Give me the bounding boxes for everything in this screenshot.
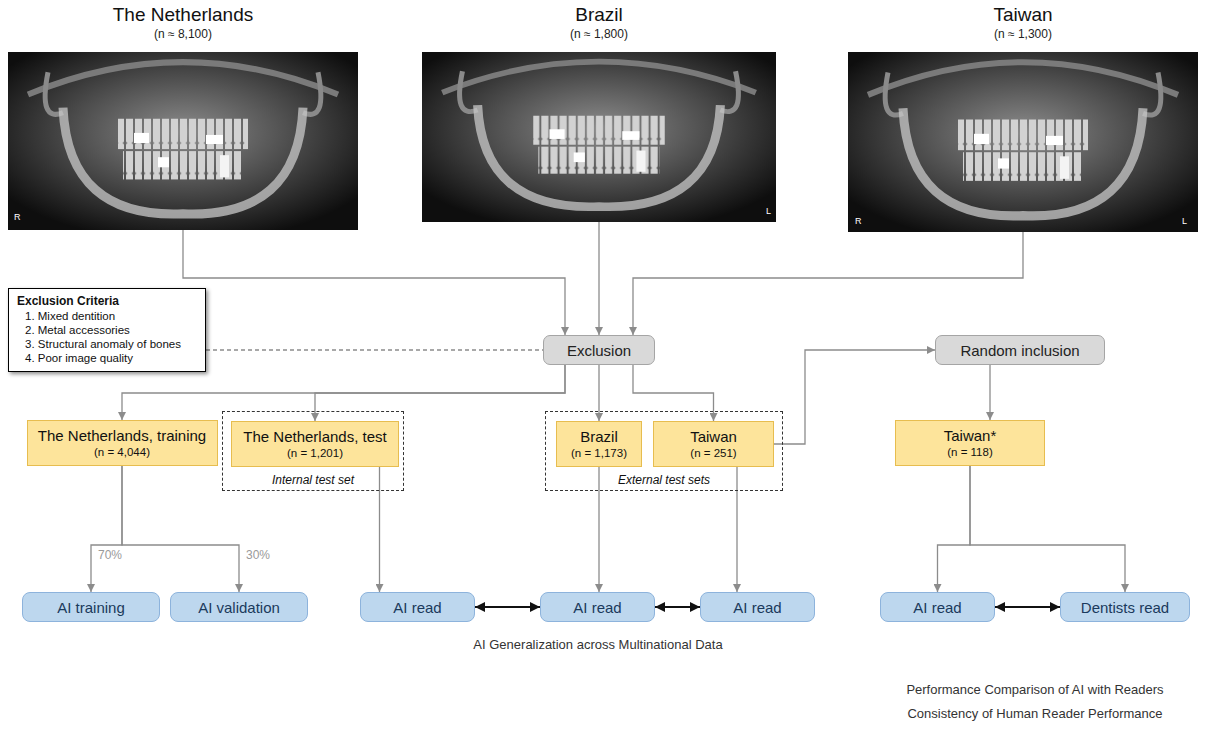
action-box: AI validation <box>170 592 308 622</box>
node-text: AI read <box>913 599 961 616</box>
node-text: AI read <box>573 599 621 616</box>
image-panel: Taiwan(n ≈ 1,300) <box>848 4 1198 232</box>
orientation-mark: L <box>766 206 771 216</box>
connector <box>989 365 990 420</box>
connector <box>655 606 700 608</box>
xray-image <box>8 52 358 230</box>
edge-label: 30% <box>244 548 272 562</box>
criteria-box: Exclusion Criteria1. Mixed dentition2. M… <box>8 288 206 372</box>
node-text: The Netherlands, test <box>243 428 386 446</box>
node-text: AI read <box>733 599 781 616</box>
node-text: Exclusion <box>567 342 631 359</box>
node-text: External test sets <box>618 473 710 487</box>
node-text: (n ≈ 8,100) <box>154 26 212 42</box>
node-text: Taiwan <box>690 428 737 446</box>
connector <box>633 365 714 421</box>
connector <box>379 467 380 592</box>
group-box: External test setsBrazil(n = 1,173)Taiwa… <box>545 411 783 491</box>
node-text: Brazil <box>575 4 623 26</box>
node-text: 2. Metal accessories <box>17 323 197 337</box>
orientation-mark: L <box>1182 216 1187 226</box>
dataset-box: Brazil(n = 1,173) <box>556 421 642 467</box>
dataset-box: The Netherlands, test(n = 1,201) <box>231 421 399 467</box>
connector <box>995 606 1060 608</box>
dataset-box: Taiwan(n = 251) <box>653 421 774 467</box>
action-box: AI read <box>360 592 475 622</box>
xray-image <box>848 52 1198 232</box>
action-box: AI read <box>540 592 655 622</box>
dataset-box: The Netherlands, training(n = 4,044) <box>27 420 218 466</box>
node-text: Taiwan <box>993 4 1052 26</box>
section-caption: AI Generalization across Multinational D… <box>473 637 722 652</box>
node-text: Brazil <box>580 428 618 446</box>
xray-image <box>422 52 776 222</box>
node-text: The Netherlands <box>113 4 253 26</box>
node-text: Exclusion Criteria <box>17 294 197 309</box>
connector <box>970 466 1125 592</box>
action-box: AI training <box>22 592 160 622</box>
connector <box>91 466 122 592</box>
node-text: Internal test set <box>272 473 354 487</box>
node-text: (n = 4,044) <box>94 445 150 459</box>
process-box: Exclusion <box>543 335 655 365</box>
image-panel: Brazil(n ≈ 1,800) <box>422 4 776 222</box>
connector <box>598 467 599 592</box>
node-text: AI read <box>393 599 441 616</box>
connector <box>633 232 1023 335</box>
node-text: AI training <box>57 599 125 616</box>
action-box: Dentists read <box>1060 592 1190 622</box>
action-box: AI read <box>700 592 815 622</box>
connector <box>183 230 565 335</box>
section-caption: Performance Comparison of AI with Reader… <box>906 682 1163 697</box>
node-text: (n = 251) <box>690 446 736 460</box>
connector <box>206 349 543 350</box>
node-text: The Netherlands, training <box>38 427 206 445</box>
node-text: (n = 118) <box>947 445 993 459</box>
dataset-box: Taiwan*(n = 118) <box>895 420 1045 466</box>
orientation-mark: R <box>14 212 21 222</box>
connector <box>736 467 737 592</box>
connector <box>598 222 599 335</box>
connector <box>938 466 971 592</box>
node-text: 1. Mixed dentition <box>17 309 197 323</box>
section-caption: Consistency of Human Reader Performance <box>907 706 1162 721</box>
node-text: 4. Poor image quality <box>17 351 197 365</box>
process-box: Random inclusion <box>935 335 1105 365</box>
edge-label: 70% <box>96 548 124 562</box>
action-box: AI read <box>880 592 995 622</box>
node-text: (n = 1,201) <box>287 446 343 460</box>
connector <box>598 365 599 421</box>
node-text: (n ≈ 1,800) <box>570 26 628 42</box>
node-text: AI validation <box>198 599 280 616</box>
node-text: (n = 1,173) <box>571 446 627 460</box>
image-panel: The Netherlands(n ≈ 8,100) <box>8 4 358 230</box>
group-box: Internal test set The Netherlands, test(n… <box>222 411 404 491</box>
orientation-mark: R <box>855 216 862 226</box>
node-text: Dentists read <box>1081 599 1169 616</box>
node-text: (n ≈ 1,300) <box>994 26 1052 42</box>
node-text: Taiwan* <box>944 427 997 445</box>
node-text: 3. Structural anomaly of bones <box>17 337 197 351</box>
connector <box>475 606 540 608</box>
node-text: Random inclusion <box>960 342 1079 359</box>
connector <box>315 365 565 421</box>
